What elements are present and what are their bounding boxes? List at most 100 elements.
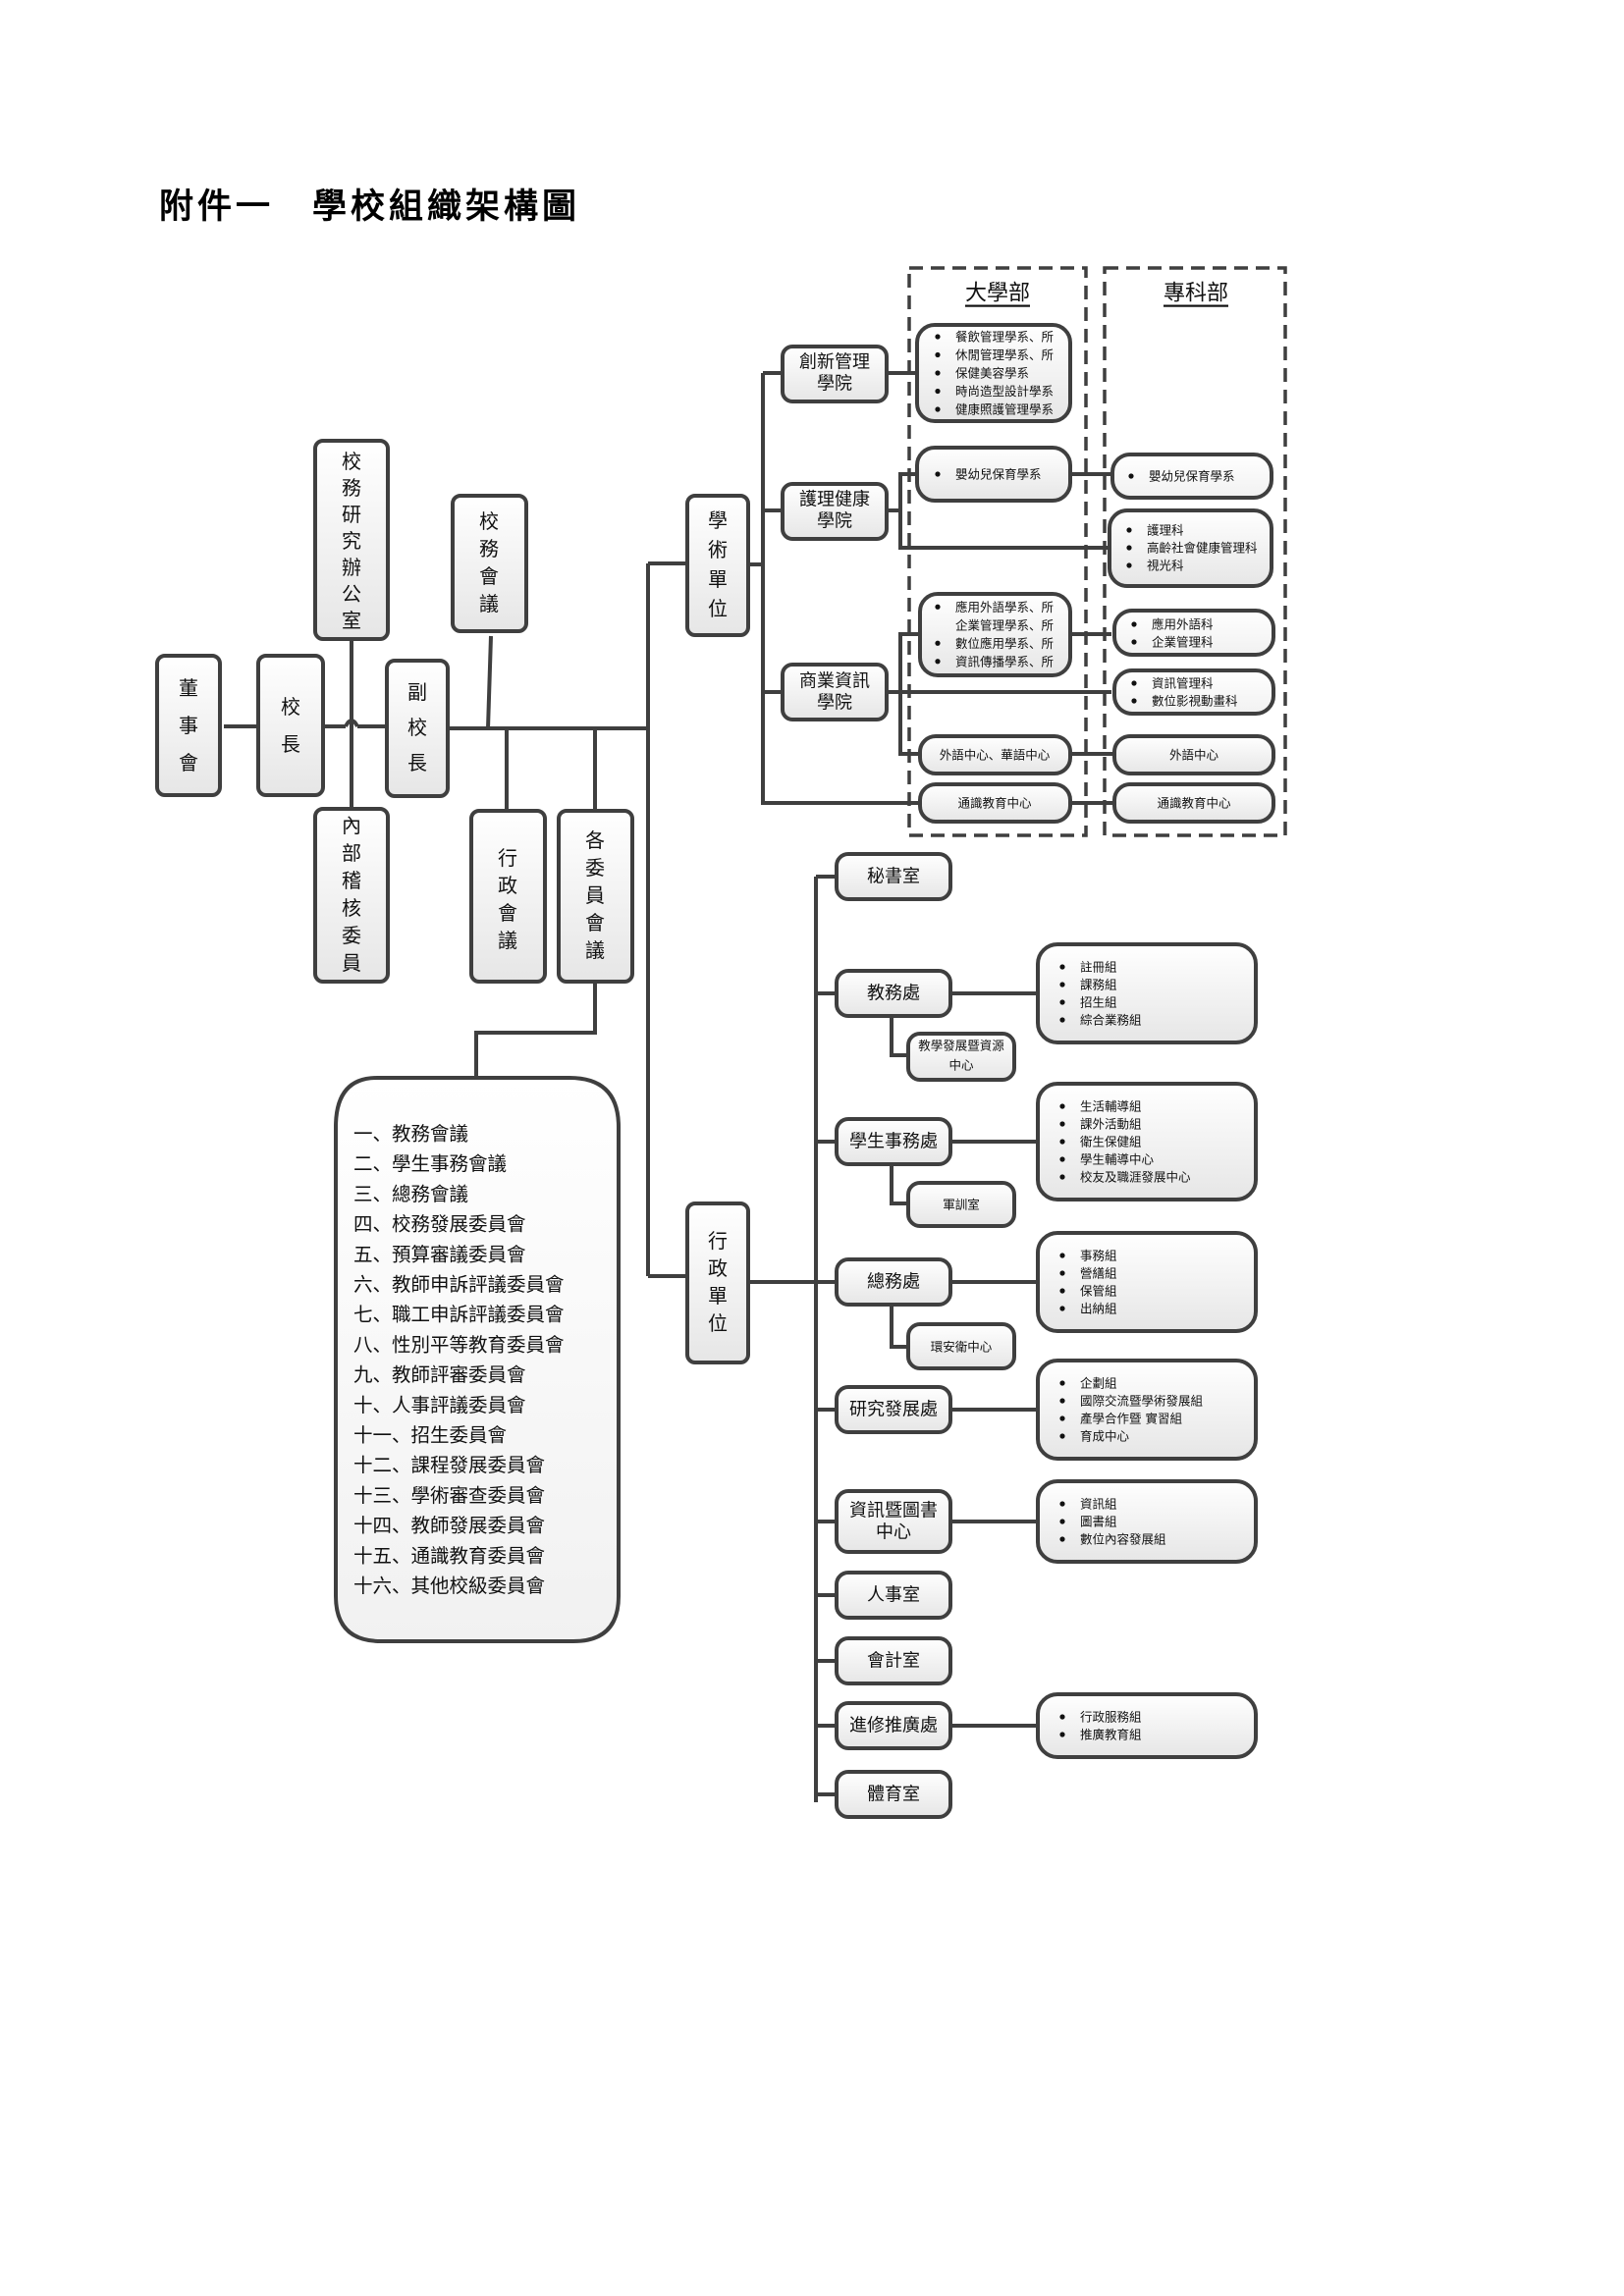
research-office-node[interactable] <box>313 439 390 641</box>
department-item: 高齡社會健康管理科 <box>1147 541 1258 556</box>
group-item: 數位內容發展組 <box>1080 1532 1166 1547</box>
general-ed-univ[interactable] <box>918 782 1072 824</box>
school-affairs-meeting-node[interactable] <box>451 494 528 633</box>
office-name: 教務處 <box>867 984 920 1004</box>
group-item: 行政服務組 <box>1080 1710 1142 1725</box>
sub-unit-teaching-dev[interactable] <box>906 1032 1016 1082</box>
department-item: 嬰幼兒保育學系 <box>955 467 1042 482</box>
academic-units-node[interactable] <box>685 494 750 637</box>
office-name: 資訊暨圖書 <box>849 1501 938 1522</box>
connector <box>898 692 920 756</box>
college-innovation-management[interactable] <box>781 345 889 403</box>
office-node[interactable] <box>835 1385 952 1434</box>
department-item: 企業管理學系、所 <box>955 617 1054 632</box>
language-center-univ[interactable] <box>918 734 1072 775</box>
office-name: 會計室 <box>867 1651 920 1672</box>
department-item: 應用外語科 <box>1152 617 1214 632</box>
board-node[interactable] <box>155 654 222 797</box>
page-title: 附件一 學校組織架構圖 <box>159 187 581 227</box>
char: 位 <box>708 1311 728 1335</box>
char: 委 <box>585 856 605 880</box>
sub-unit-military[interactable] <box>906 1181 1016 1228</box>
char: 員 <box>585 883 605 907</box>
office-groups-box[interactable] <box>1036 1479 1258 1564</box>
group-item: 衛生保健組 <box>1080 1135 1142 1149</box>
office-groups-box[interactable] <box>1036 942 1258 1044</box>
committee-item: 六、教師申訴評議委員會 <box>353 1273 565 1296</box>
sub-unit-label: 軍訓室 <box>943 1198 980 1212</box>
bullet-icon <box>1131 680 1137 686</box>
office-node[interactable] <box>835 969 952 1018</box>
office-name: 學生事務處 <box>849 1132 938 1152</box>
group-item: 綜合業務組 <box>1080 1013 1142 1028</box>
office-node[interactable] <box>835 1636 952 1685</box>
group-item: 營繕組 <box>1080 1266 1117 1281</box>
bullet-icon <box>1059 1501 1065 1507</box>
committee-item: 五、預算審議委員會 <box>353 1243 526 1265</box>
nursing-univ-depts[interactable] <box>915 446 1072 503</box>
bullet-icon <box>1131 698 1137 704</box>
char: 議 <box>585 938 605 962</box>
office-name: 中心 <box>876 1522 911 1543</box>
internal-audit-node[interactable] <box>313 807 390 984</box>
bullet-icon <box>1059 1415 1065 1421</box>
business-univ-depts[interactable] <box>918 592 1072 677</box>
char: 政 <box>708 1256 728 1280</box>
office-node[interactable] <box>835 1257 952 1307</box>
bullet-icon <box>935 388 941 395</box>
office-name: 研究發展處 <box>849 1400 938 1420</box>
office-node[interactable] <box>835 1701 952 1750</box>
business-junior-dept-1[interactable] <box>1112 609 1275 657</box>
committees-meeting-node[interactable] <box>557 809 634 984</box>
college-nursing-health[interactable] <box>781 482 889 541</box>
nursing-junior-dept-1[interactable] <box>1110 453 1273 500</box>
nursing-junior-dept-2[interactable] <box>1108 508 1273 588</box>
vice-president-node[interactable] <box>385 659 450 798</box>
innovation-univ-depts[interactable] <box>915 323 1072 423</box>
char: 會 <box>179 751 198 774</box>
department-item: 數位影視動畫科 <box>1152 694 1238 709</box>
office-node[interactable] <box>835 852 952 901</box>
general-ed-label: 通識教育中心 <box>957 796 1032 811</box>
president-node[interactable] <box>256 654 325 797</box>
char: 校 <box>479 509 499 533</box>
char: 會 <box>479 564 499 588</box>
char: 單 <box>708 567 728 591</box>
admin-meeting-node[interactable] <box>469 809 547 984</box>
office-node[interactable] <box>835 1770 952 1819</box>
bullet-icon <box>1059 1253 1065 1258</box>
group-item: 學生輔導中心 <box>1080 1152 1155 1167</box>
bullet-icon <box>1059 1732 1065 1737</box>
bullet-icon <box>1126 545 1132 551</box>
office-groups-box[interactable] <box>1036 1359 1258 1461</box>
bullet-icon <box>1131 621 1137 627</box>
office-groups-box[interactable] <box>1036 1692 1258 1759</box>
language-center-junior[interactable] <box>1112 734 1275 775</box>
office-groups-box[interactable] <box>1036 1231 1258 1333</box>
char: 董 <box>179 676 198 700</box>
sub-unit-env-safety[interactable] <box>906 1322 1016 1370</box>
office-node[interactable] <box>835 1489 952 1554</box>
school-affairs-line <box>486 635 493 729</box>
business-junior-dept-2[interactable] <box>1112 668 1275 716</box>
admin-units-node[interactable] <box>685 1201 750 1364</box>
committee-item: 十三、學術審查委員會 <box>353 1484 545 1507</box>
bullet-icon <box>1059 1017 1065 1023</box>
char: 委 <box>342 924 361 947</box>
office-groups-box[interactable] <box>1036 1082 1258 1201</box>
group-item: 產學合作暨 實習組 <box>1080 1412 1182 1426</box>
connector <box>890 1305 908 1349</box>
college-business-information[interactable] <box>781 663 889 721</box>
office-node[interactable] <box>835 1571 952 1620</box>
bullet-icon <box>935 604 941 610</box>
committees-list-box <box>334 1076 621 1643</box>
char: 室 <box>342 609 361 632</box>
general-ed-junior[interactable] <box>1112 782 1275 824</box>
department-item: 餐飲管理學系、所 <box>955 330 1054 345</box>
bullet-icon <box>1131 639 1137 645</box>
char: 究 <box>342 529 361 553</box>
committee-list-line <box>474 984 597 1078</box>
bullet-icon <box>1126 562 1132 568</box>
office-node[interactable] <box>835 1117 952 1166</box>
